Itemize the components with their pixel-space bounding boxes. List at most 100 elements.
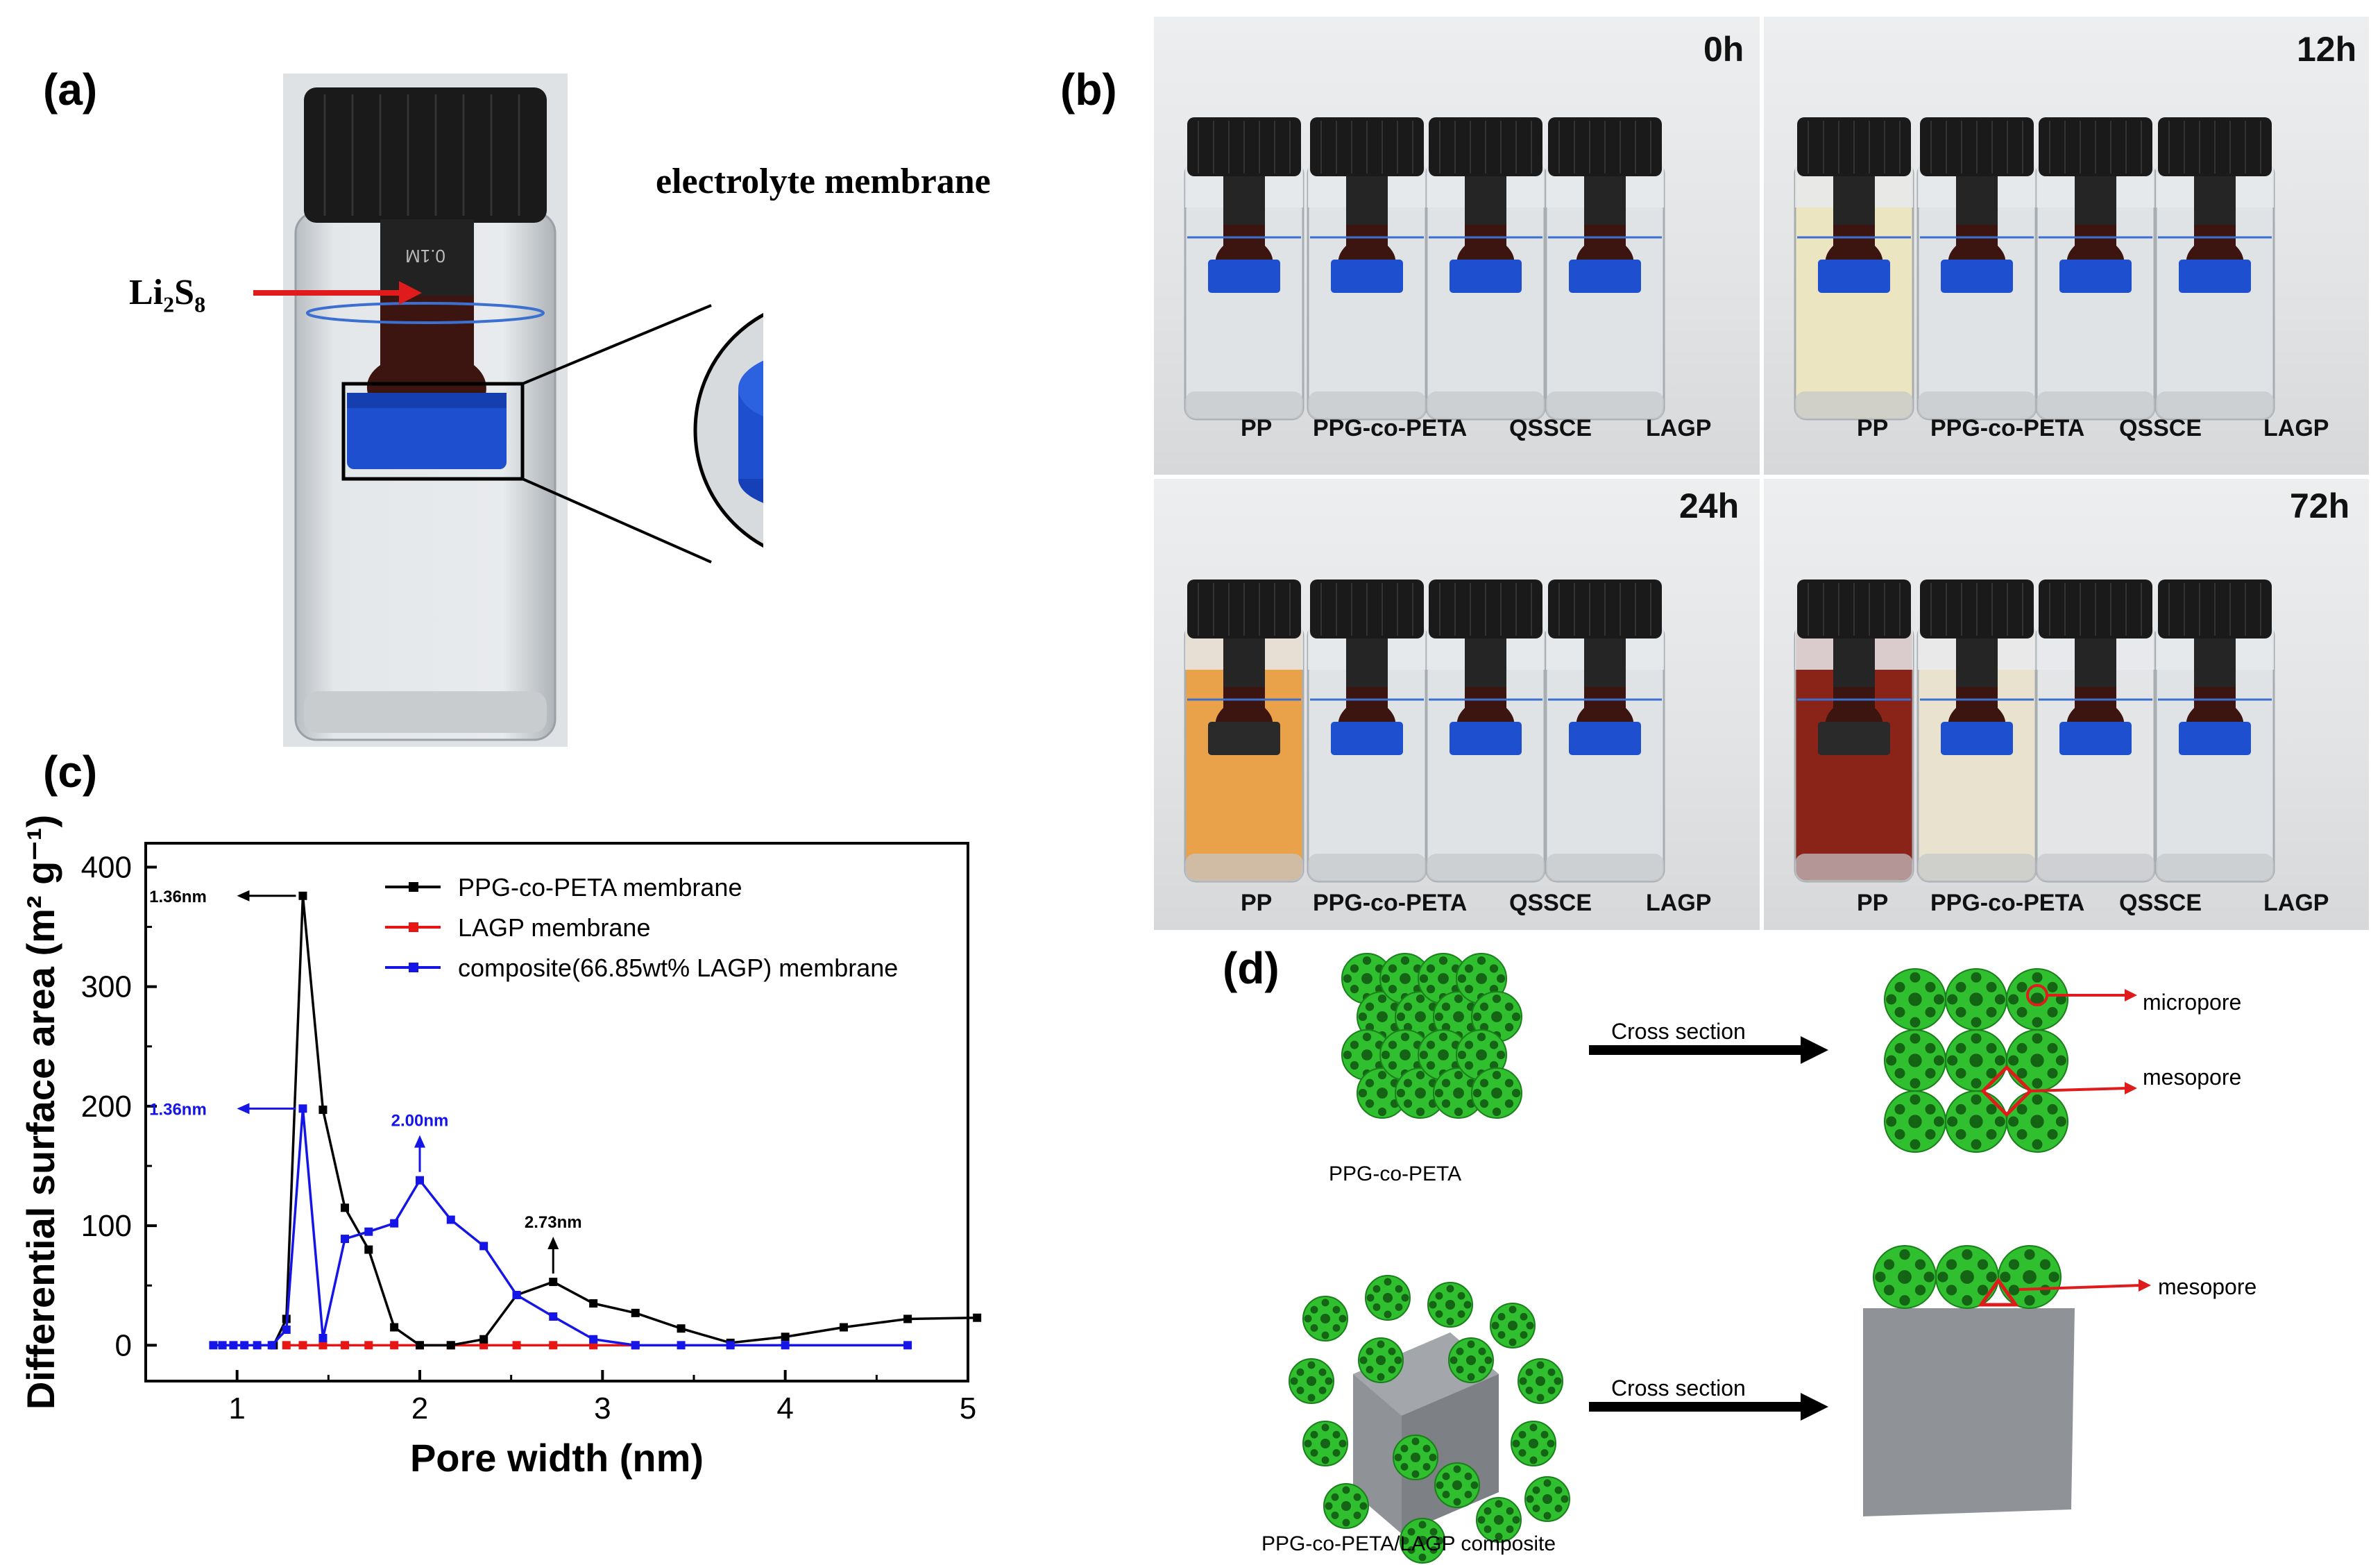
plot-frame [144, 842, 969, 1382]
point-1-9 [512, 1341, 521, 1350]
point-2-13 [446, 1215, 455, 1224]
li2s8-label: Li2S8 [129, 273, 206, 317]
point-2-10 [364, 1227, 373, 1236]
cross-section-arrow-bottom-head [1801, 1393, 1828, 1421]
legend-marker-1 [409, 922, 418, 932]
composite-ball-8 [1323, 1483, 1369, 1529]
vial-0 [1794, 580, 1914, 883]
panel-a-photo: 0.1M [283, 74, 568, 747]
vial-label-lagp-0h: LAGP [1646, 415, 1712, 441]
x-tick-label-2: 3 [594, 1391, 611, 1426]
vial-label-qssce-72h: QSSCE [2119, 890, 2202, 916]
cluster-ball-6 [1379, 1029, 1431, 1081]
x-axis-label: Pore width (nm) [410, 1436, 704, 1480]
composite-ball-1 [1365, 1275, 1411, 1321]
time-label-12h: 12h [2297, 30, 2357, 69]
ppg-co-peta-label: PPG-co-PETA [1329, 1162, 1462, 1185]
point-2-4 [253, 1341, 262, 1350]
point-2-20 [726, 1341, 735, 1350]
legend-label-2: composite(66.85wt% LAGP) membrane [458, 954, 898, 982]
surface-ball-0 [1873, 1245, 1937, 1309]
point-1-2 [318, 1341, 328, 1350]
vial-0 [1184, 117, 1304, 421]
point-0-5 [364, 1245, 373, 1254]
point-1-0 [282, 1341, 291, 1350]
vial-1 [1916, 117, 2037, 421]
point-0-4 [341, 1203, 350, 1212]
annotation-label-3: 2.73nm [525, 1213, 582, 1232]
annotation-arrowhead [237, 890, 250, 902]
vial-label-ppg-0h: PPG-co-PETA [1313, 415, 1468, 441]
grid-ball-4 [1945, 1029, 2007, 1092]
composite-ball-14 [1393, 1435, 1438, 1480]
photo-24h [1154, 479, 1760, 930]
mesopore-marker [1980, 1065, 2033, 1117]
point-1-3 [341, 1341, 350, 1350]
y-tick-label-2: 200 [81, 1090, 132, 1124]
legend-marker-2 [409, 963, 418, 972]
point-2-1 [218, 1341, 227, 1350]
photo-12h [1764, 17, 2369, 475]
vial-0 [1794, 117, 1914, 421]
panel-label-b: (b) [1060, 65, 1117, 115]
surface-ball-1 [1935, 1245, 1999, 1309]
y-tick-label-4: 400 [81, 850, 132, 884]
point-2-7 [298, 1104, 307, 1113]
mesopore-label-top: mesopore [2143, 1065, 2242, 1090]
time-label-72h: 72h [2290, 487, 2350, 525]
composite-ball-11 [1524, 1476, 1570, 1522]
y-tick-label-0: 0 [115, 1328, 132, 1362]
mesopore-label-bottom: mesopore [2158, 1274, 2257, 1299]
panel-d-schematic [1289, 953, 2151, 1564]
grid-ball-5 [1945, 1090, 2007, 1153]
vial-label-pp-24h: PP [1241, 890, 1273, 916]
point-2-2 [229, 1341, 238, 1350]
vial-label-ppg-72h: PPG-co-PETA [1930, 890, 2085, 916]
photo-72h [1764, 479, 2369, 930]
annotation-arrowhead [237, 1103, 250, 1115]
composite-ball-2 [1427, 1282, 1473, 1328]
point-2-15 [512, 1291, 521, 1299]
surface-ball-2 [1998, 1245, 2062, 1309]
vial-label-qssce-12h: QSSCE [2119, 415, 2202, 441]
point-0-14 [677, 1324, 686, 1333]
vial-0 [1184, 580, 1304, 883]
lagp-slab [1863, 1308, 2075, 1516]
vial-marking-text: 0.1M [405, 246, 445, 267]
y-tick-label-1: 100 [81, 1209, 132, 1243]
x-tick-label-0: 1 [228, 1391, 245, 1426]
point-0-13 [631, 1308, 640, 1317]
cross-section-arrow-top-head [1801, 1036, 1828, 1064]
single-vial-illustration: 0.1M [283, 74, 568, 747]
annotation-arrowhead [547, 1237, 559, 1250]
panel-a-annotations [253, 281, 763, 564]
mesopore-marker-bottom [1978, 1277, 2019, 1307]
micropore-label: micropore [2143, 990, 2242, 1015]
grid-ball-7 [2006, 1029, 2068, 1092]
grid-ball-2 [1884, 1090, 1946, 1153]
composite-ball-5 [1518, 1358, 1563, 1404]
point-0-17 [839, 1323, 848, 1332]
vial-3 [1545, 117, 1665, 421]
vial-3 [2154, 580, 2275, 883]
point-0-7 [416, 1341, 424, 1350]
point-2-14 [479, 1242, 488, 1251]
point-2-21 [781, 1341, 790, 1350]
mesopore-arrow-top [2030, 1087, 2128, 1092]
grid-ball-8 [2006, 1090, 2068, 1153]
point-0-8 [446, 1341, 455, 1350]
vial-2 [1425, 117, 1546, 421]
panel-label-a: (a) [43, 65, 98, 115]
vial-label-pp-0h: PP [1241, 415, 1273, 441]
vial-label-lagp-72h: LAGP [2263, 890, 2329, 916]
point-0-11 [549, 1278, 558, 1287]
point-2-6 [282, 1325, 291, 1334]
composite-ball-7 [1511, 1421, 1556, 1466]
grid-ball-1 [1884, 1029, 1946, 1092]
vial-2 [2035, 117, 2156, 421]
panel-label-d: (d) [1223, 943, 1280, 993]
point-1-4 [364, 1341, 373, 1350]
point-2-11 [390, 1219, 399, 1228]
cross-section-label-bottom: Cross section [1611, 1376, 1746, 1401]
mesopore-arrow-bottom-head [2139, 1279, 2151, 1292]
